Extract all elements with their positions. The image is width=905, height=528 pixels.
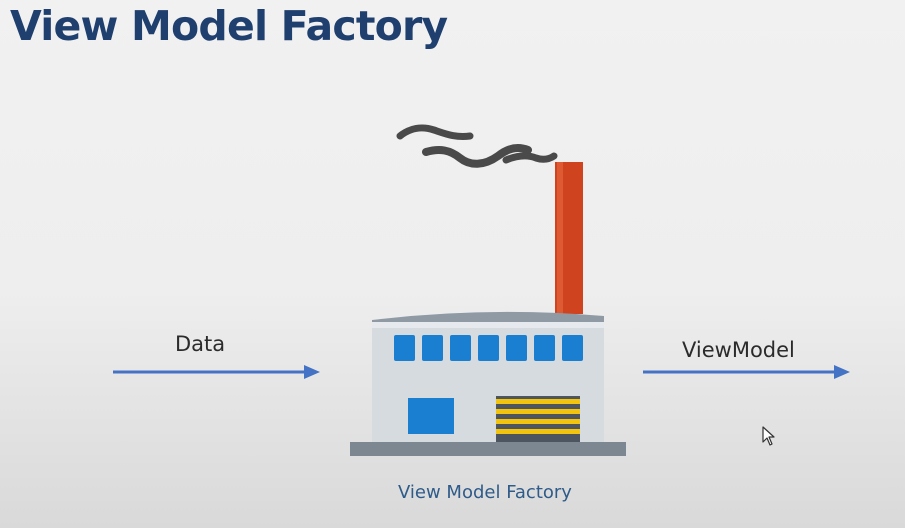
factory-caption: View Model Factory <box>398 482 572 503</box>
cursor-icon <box>762 426 775 446</box>
factory-icon <box>350 311 626 456</box>
loading-door <box>496 396 580 442</box>
chimney-icon <box>555 162 583 314</box>
side-window <box>408 398 454 434</box>
slide-title: View Model Factory <box>10 2 448 50</box>
factory-base <box>350 442 626 456</box>
windows-row <box>394 335 583 361</box>
output-label: ViewModel <box>682 338 795 362</box>
smoke-icon <box>396 124 558 168</box>
output-arrow <box>643 365 850 379</box>
input-label: Data <box>175 332 226 356</box>
input-arrow <box>113 365 320 379</box>
